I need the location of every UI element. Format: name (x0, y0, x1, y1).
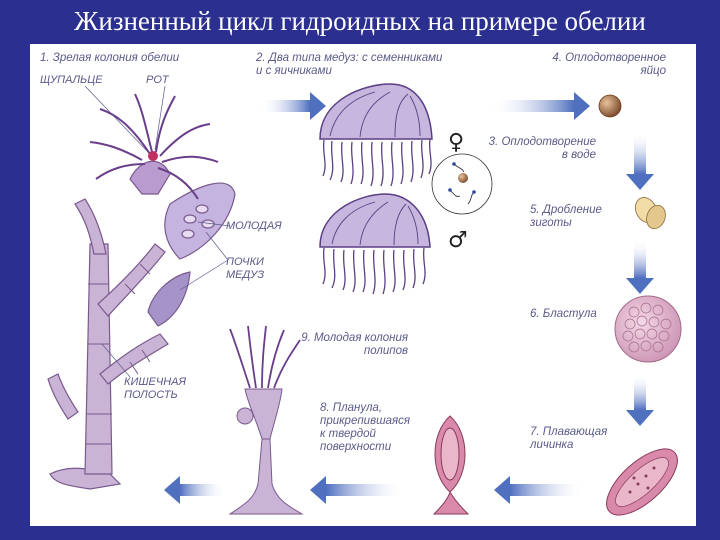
label-gut-line1: КИШЕЧНАЯ (124, 376, 186, 388)
label-step3-line2: в воде (561, 149, 596, 161)
blastula (614, 295, 682, 363)
label-step3-line1: 3. Оплодотворение (488, 136, 596, 148)
fertilized-egg (598, 94, 622, 118)
label-step8-line2: прикрепившаяся (320, 415, 411, 427)
young-polyp-colony (228, 325, 304, 515)
label-step9-line2: полипов (363, 345, 408, 357)
label-step9-line1: 9. Молодая колония (301, 332, 408, 344)
diagram-panel: 1. Зрелая колония обелии ЩУПАЛЬЦЕ РОТ 2.… (30, 44, 696, 526)
medusa-female (319, 83, 433, 187)
swimming-larva (606, 448, 678, 516)
label-step4-line2: яйцо (640, 65, 666, 77)
label-step8-line1: 8. Планула, (320, 402, 383, 414)
flow-arrow-icon (164, 92, 654, 504)
cleaving-zygote (635, 197, 666, 230)
label-step6: 6. Бластула (530, 308, 597, 320)
label-buds-line1: ПОЧКИ (226, 256, 264, 268)
obelia-colony (47, 160, 236, 490)
label-step4-line1: 4. Оплодотворенное (552, 52, 666, 64)
colony-tentacles (89, 93, 219, 200)
label-step8-line4: поверхности (320, 441, 392, 453)
label-gut-line2: ПОЛОСТЬ (124, 389, 178, 401)
label-mouth: РОТ (146, 74, 169, 86)
label-step7-line1: 7. Плавающая (530, 426, 608, 438)
colony-mouth (148, 151, 158, 161)
female-symbol-icon: ♀ (448, 130, 465, 155)
attached-planula (432, 415, 470, 515)
label-step5-line1: 5. Дробление (530, 204, 602, 216)
slide-title: Жизненный цикл гидроидных на примере обе… (74, 6, 646, 36)
life-cycle-illustration (47, 83, 682, 516)
label-step8-line3: к твердой (320, 428, 376, 440)
label-young: МОЛОДАЯ (226, 220, 282, 232)
fertilization-scene (431, 153, 493, 215)
male-symbol-icon: ♂ (448, 228, 468, 253)
label-step7-line2: личинка (530, 439, 574, 451)
label-step2-line2: и с яичниками (256, 65, 332, 77)
medusa-male (319, 193, 431, 295)
label-buds-line2: МЕДУЗ (226, 269, 265, 281)
label-tentacle: ЩУПАЛЬЦЕ (40, 74, 103, 86)
label-step2-line1: 2. Два типа медуз: с семенниками (256, 52, 443, 64)
label-step1: 1. Зрелая колония обелии (40, 52, 180, 64)
label-step5-line2: зиготы (530, 217, 572, 229)
